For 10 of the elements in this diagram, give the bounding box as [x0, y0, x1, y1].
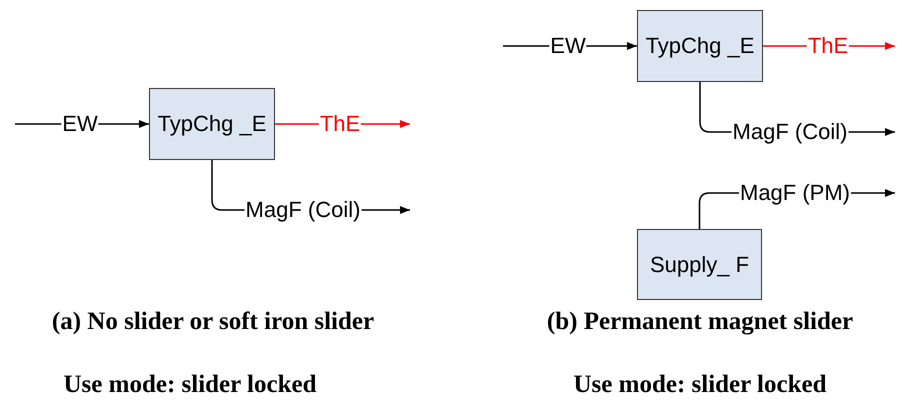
function-box: Supply_ F: [637, 229, 762, 300]
function-box: TypChg _E: [149, 88, 275, 160]
panel-caption: (a) No slider or soft iron slider: [52, 308, 374, 336]
edge-label: MagF (Coil): [732, 120, 848, 144]
function-box: TypChg _E: [637, 10, 763, 82]
mode-note: Use mode: slider locked: [574, 371, 826, 399]
panel-caption: (b) Permanent magnet slider: [546, 308, 854, 336]
mode-note: Use mode: slider locked: [64, 371, 316, 399]
edge-label: MagF (Coil): [244, 198, 362, 222]
edge-label: MagF (PM): [739, 181, 851, 205]
